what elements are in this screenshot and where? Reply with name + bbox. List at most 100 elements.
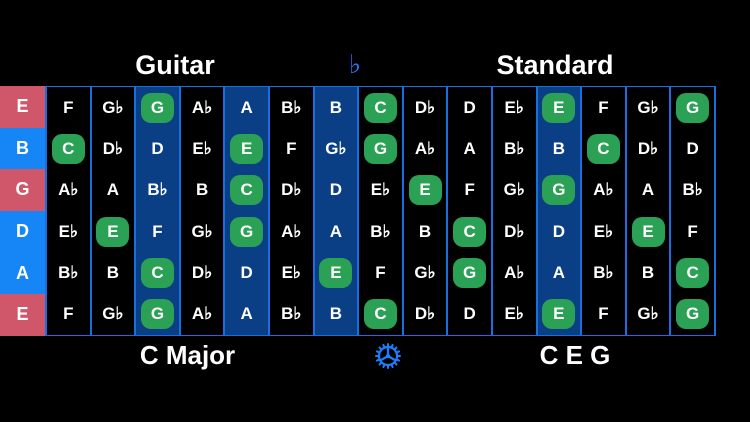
note-cell[interactable]: B: [92, 252, 135, 293]
note-cell[interactable]: B♭: [47, 252, 90, 293]
note-cell[interactable]: G: [136, 294, 179, 335]
note-cell[interactable]: G♭: [181, 211, 224, 252]
note-cell[interactable]: F: [47, 87, 90, 128]
note-cell[interactable]: G♭: [92, 87, 135, 128]
note-cell[interactable]: D♭: [92, 128, 135, 169]
note-cell[interactable]: B: [627, 252, 670, 293]
note-cell[interactable]: F: [47, 294, 90, 335]
note-cell[interactable]: E♭: [493, 294, 536, 335]
note-cell[interactable]: E: [315, 252, 358, 293]
note-cell[interactable]: C: [136, 252, 179, 293]
flat-toggle-button[interactable]: ♭: [348, 50, 362, 80]
note-cell[interactable]: G♭: [92, 294, 135, 335]
note-cell[interactable]: B♭: [582, 252, 625, 293]
note-cell[interactable]: D: [225, 252, 268, 293]
note-cell[interactable]: D: [538, 211, 581, 252]
string-label-1[interactable]: B: [0, 127, 45, 170]
note-cell[interactable]: A: [225, 87, 268, 128]
string-label-4[interactable]: A: [0, 252, 45, 294]
note-cell[interactable]: D♭: [181, 252, 224, 293]
note-cell[interactable]: G♭: [627, 87, 670, 128]
note-cell[interactable]: B: [181, 170, 224, 211]
note-cell[interactable]: D♭: [493, 211, 536, 252]
note-cell[interactable]: A: [225, 294, 268, 335]
note-cell[interactable]: E♭: [47, 211, 90, 252]
note-cell[interactable]: D: [136, 128, 179, 169]
note-cell[interactable]: G♭: [493, 170, 536, 211]
note-cell[interactable]: A: [448, 128, 491, 169]
note-cell[interactable]: B♭: [136, 170, 179, 211]
note-cell[interactable]: D: [671, 128, 714, 169]
note-cell[interactable]: A♭: [270, 211, 313, 252]
note-cell[interactable]: D♭: [270, 170, 313, 211]
note-cell[interactable]: G♭: [315, 128, 358, 169]
note-cell[interactable]: F: [582, 294, 625, 335]
note-cell[interactable]: A: [92, 170, 135, 211]
note-cell[interactable]: E: [225, 128, 268, 169]
scale-title[interactable]: C Major: [139, 340, 236, 370]
note-cell[interactable]: A♭: [582, 170, 625, 211]
note-cell[interactable]: E♭: [582, 211, 625, 252]
note-cell[interactable]: B♭: [359, 211, 402, 252]
note-cell[interactable]: A: [538, 252, 581, 293]
note-cell[interactable]: A♭: [181, 294, 224, 335]
note-cell[interactable]: A♭: [493, 252, 536, 293]
note-cell[interactable]: B: [315, 294, 358, 335]
note-cell[interactable]: B: [404, 211, 447, 252]
note-cell[interactable]: E: [92, 211, 135, 252]
note-cell[interactable]: F: [671, 211, 714, 252]
note-cell[interactable]: F: [359, 252, 402, 293]
note-cell[interactable]: B♭: [270, 294, 313, 335]
note-cell[interactable]: C: [582, 128, 625, 169]
string-label-3[interactable]: D: [0, 210, 45, 253]
note-cell[interactable]: E♭: [270, 252, 313, 293]
string-label-0[interactable]: E: [0, 86, 45, 128]
note-cell[interactable]: C: [448, 211, 491, 252]
note-cell[interactable]: D♭: [627, 128, 670, 169]
note-cell[interactable]: C: [359, 294, 402, 335]
note-cell[interactable]: D: [448, 294, 491, 335]
tuning-title[interactable]: Standard: [496, 50, 614, 80]
note-cell[interactable]: A: [627, 170, 670, 211]
note-cell[interactable]: B: [538, 128, 581, 169]
note-cell[interactable]: C: [359, 87, 402, 128]
note-cell[interactable]: G: [225, 211, 268, 252]
note-cell[interactable]: F: [448, 170, 491, 211]
gear-icon[interactable]: [374, 342, 402, 370]
note-cell[interactable]: G♭: [404, 252, 447, 293]
note-cell[interactable]: D: [448, 87, 491, 128]
note-cell[interactable]: B♭: [671, 170, 714, 211]
note-cell[interactable]: C: [671, 252, 714, 293]
note-cell[interactable]: A♭: [404, 128, 447, 169]
note-cell[interactable]: C: [225, 170, 268, 211]
note-cell[interactable]: B♭: [270, 87, 313, 128]
note-cell[interactable]: E: [404, 170, 447, 211]
note-cell[interactable]: D: [315, 170, 358, 211]
note-cell[interactable]: G♭: [627, 294, 670, 335]
note-cell[interactable]: F: [582, 87, 625, 128]
note-cell[interactable]: B♭: [493, 128, 536, 169]
note-cell[interactable]: A♭: [47, 170, 90, 211]
note-cell[interactable]: E♭: [359, 170, 402, 211]
note-cell[interactable]: E♭: [493, 87, 536, 128]
string-label-2[interactable]: G: [0, 169, 45, 211]
note-cell[interactable]: G: [359, 128, 402, 169]
note-cell[interactable]: G: [538, 170, 581, 211]
note-cell[interactable]: F: [270, 128, 313, 169]
note-cell[interactable]: A: [315, 211, 358, 252]
note-cell[interactable]: E: [627, 211, 670, 252]
note-cell[interactable]: E: [538, 294, 581, 335]
note-cell[interactable]: F: [136, 211, 179, 252]
note-cell[interactable]: B: [315, 87, 358, 128]
note-cell[interactable]: A♭: [181, 87, 224, 128]
note-cell[interactable]: D♭: [404, 294, 447, 335]
note-cell[interactable]: G: [671, 87, 714, 128]
note-cell[interactable]: G: [136, 87, 179, 128]
instrument-title[interactable]: Guitar: [135, 50, 215, 80]
string-label-5[interactable]: E: [0, 293, 45, 336]
note-cell[interactable]: E♭: [181, 128, 224, 169]
note-cell[interactable]: G: [671, 294, 714, 335]
note-cell[interactable]: C: [47, 128, 90, 169]
note-cell[interactable]: D♭: [404, 87, 447, 128]
note-cell[interactable]: G: [448, 252, 491, 293]
